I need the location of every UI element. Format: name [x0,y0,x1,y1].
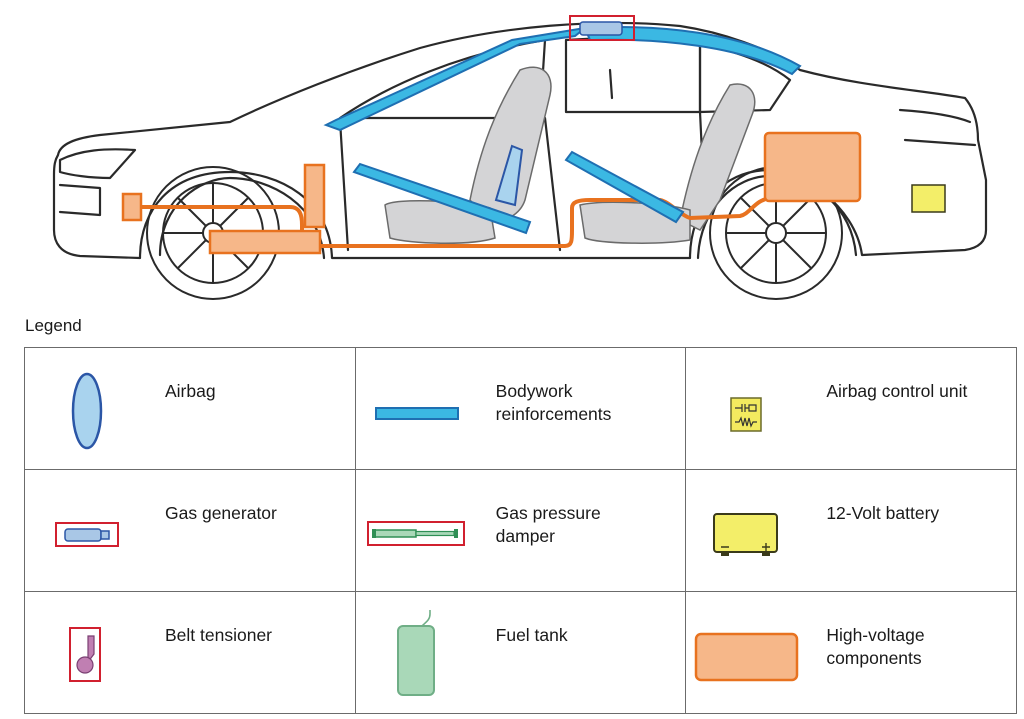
legend-label-acu: Airbag control unit [826,381,968,401]
gas-generator-icon [55,522,119,547]
gas-pressure-damper-icon [366,521,465,546]
legend-title: Legend [25,316,82,335]
legend-cell-acu: Airbag control unit [685,347,1017,470]
legend-row: Airbag Bodywork reinforcements Airbag co… [24,347,1017,470]
gas-generator-car [579,21,623,36]
legend-cell-hv: High-voltage components [685,591,1017,714]
battery-12v-car [911,184,946,213]
legend-label-belt-tensioner: Belt tensioner [165,625,273,645]
hv-components-car [121,131,862,255]
legend-label-gas-damper: Gas pressure damper [495,503,601,546]
legend-cell-belt-tensioner: Belt tensioner [24,591,356,714]
legend-cell-airbag: Airbag [24,347,356,470]
legend-cell-fuel-tank: Fuel tank [354,591,687,714]
airbag-icon [71,372,103,450]
legend-row: Gas generator Gas pressure damper 12-Vol… [24,469,1017,592]
belt-tensioner-icon [69,627,101,682]
legend-label-airbag: Airbag [165,381,216,401]
high-voltage-cable [140,196,781,248]
gas-generator-highlight-car [569,15,635,41]
legend-table: Airbag Bodywork reinforcements Airbag co… [24,347,1017,714]
legend-cell-battery: 12-Volt battery [685,469,1017,592]
legend-label-bodywork: Bodywork reinforcements [495,381,612,424]
battery-12v-icon [713,513,779,556]
bodywork-reinforcement-icon [374,407,459,420]
airbag-control-unit-icon [730,397,763,432]
legend-label-battery: 12-Volt battery [826,503,940,523]
legend-cell-gas-generator: Gas generator [24,469,356,592]
bodywork-reinforcements-car [323,26,802,235]
legend-row: Belt tensioner Fuel tank High-voltage co… [24,591,1017,714]
legend-label-gas-generator: Gas generator [165,503,277,523]
legend-label-fuel-tank: Fuel tank [495,625,568,645]
high-voltage-icon [695,632,799,682]
car-diagram [52,15,988,300]
legend-label-hv: High-voltage components [826,625,925,668]
legend-cell-gas-damper: Gas pressure damper [354,469,687,592]
fuel-tank-icon [396,610,435,696]
side-airbag-car [494,144,524,207]
legend-cell-bodywork: Bodywork reinforcements [354,347,687,470]
